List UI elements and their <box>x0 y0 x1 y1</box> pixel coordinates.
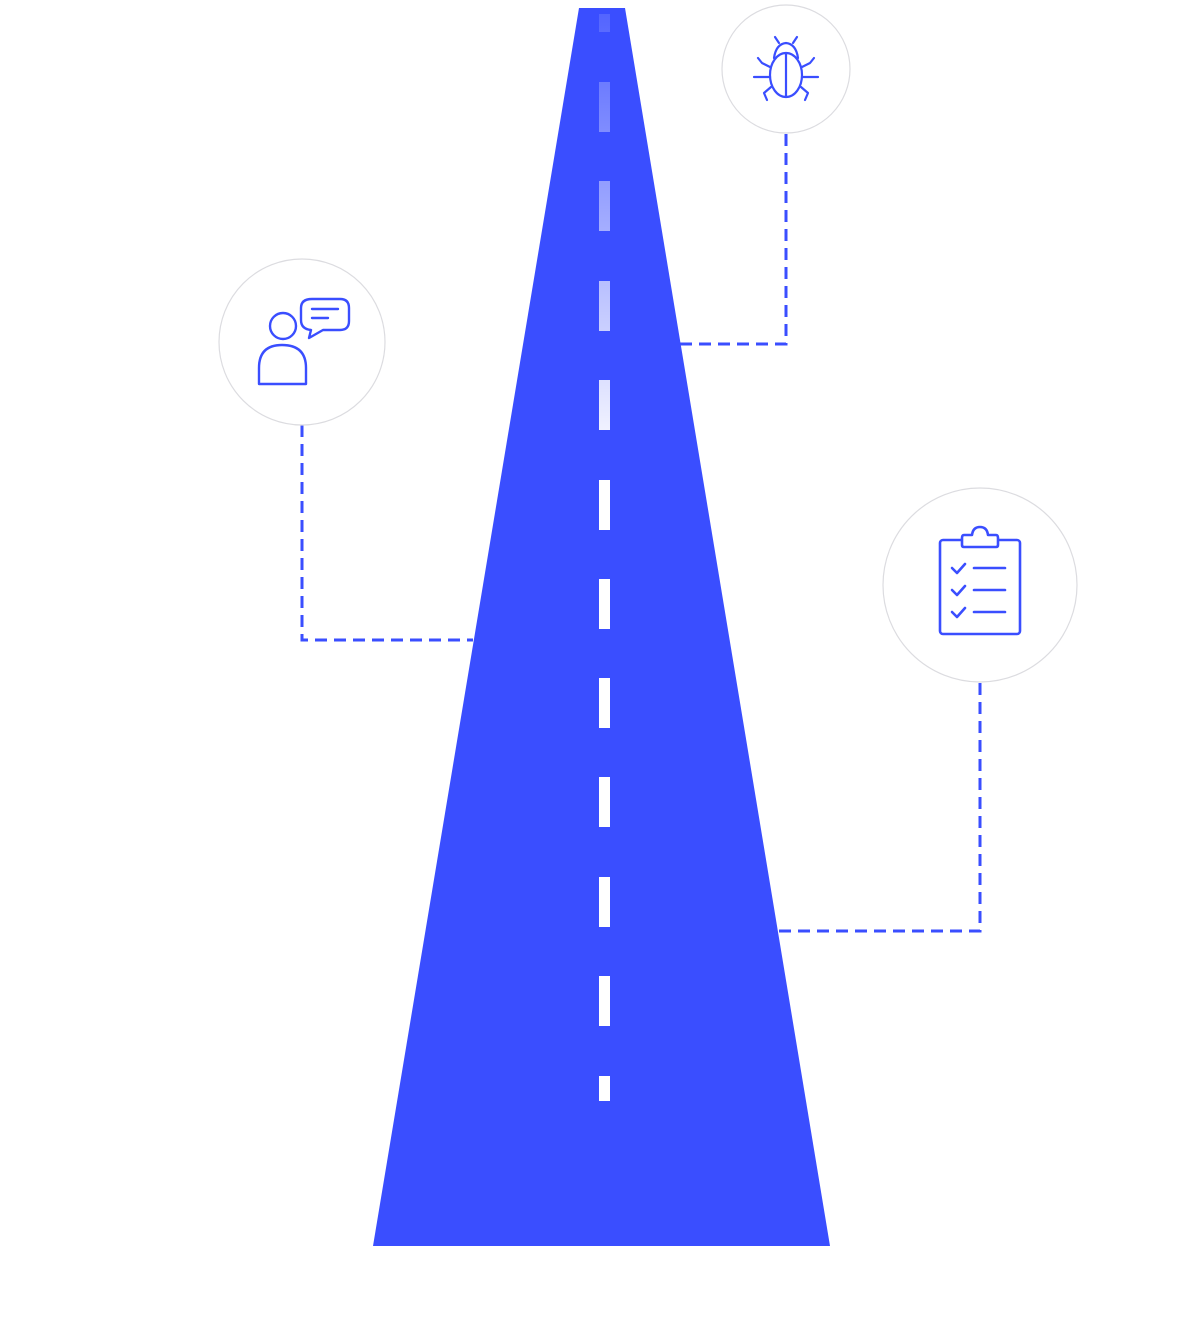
milestone-circle <box>882 487 1078 683</box>
road-dash <box>599 877 610 927</box>
clipboard-checklist-icon <box>938 525 1022 636</box>
road-dash <box>599 579 610 629</box>
connector-checklist <box>778 683 982 933</box>
connector-feedback <box>300 425 473 642</box>
milestone-feedback <box>218 258 386 426</box>
milestone-circle <box>218 258 386 426</box>
road-dash <box>599 480 610 530</box>
road-dash <box>599 777 610 827</box>
person-chat-icon <box>257 297 351 386</box>
road-dash <box>599 380 610 430</box>
road-dash <box>599 14 610 32</box>
road-dash <box>599 678 610 728</box>
road-center-dashes <box>599 14 610 1101</box>
bug-icon <box>752 35 820 102</box>
road-dash <box>599 976 610 1026</box>
milestone-checklist <box>882 487 1078 683</box>
milestone-bug <box>721 4 851 134</box>
road-dash <box>599 181 610 231</box>
road-dash <box>599 281 610 331</box>
road-dash <box>599 1076 610 1101</box>
connector-bug <box>680 134 788 346</box>
road-dash <box>599 82 610 132</box>
